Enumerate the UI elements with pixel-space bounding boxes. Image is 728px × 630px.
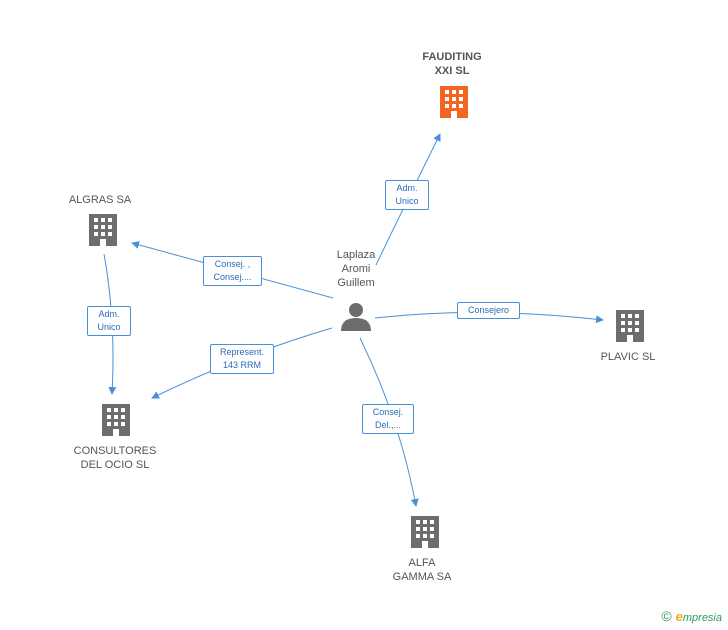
empresia-logo[interactable]: ©empresia: [661, 608, 722, 624]
edge-label-to-fauditing[interactable]: Adm. Unico: [385, 180, 429, 210]
company-label-line: ALFA: [408, 557, 436, 569]
building-icon-fauditing[interactable]: [440, 86, 468, 118]
edge-label-line: Consej.: [372, 407, 404, 417]
company-label-line: ALGRAS SA: [68, 194, 132, 206]
brand-name: mpresia: [682, 612, 722, 624]
company-label-line: GAMMA SA: [392, 571, 452, 583]
edge-label-algras-to-consultores[interactable]: Adm. Unico: [87, 306, 131, 336]
company-label-fauditing[interactable]: FAUDITING XXI SL: [402, 50, 502, 78]
person-name-line: Laplaza: [336, 249, 376, 261]
building-icon-consultores[interactable]: [102, 404, 130, 436]
company-label-line: FAUDITING: [422, 51, 482, 63]
edge-label-line: Represent.: [219, 347, 265, 357]
person-name-line: Guillem: [337, 277, 375, 289]
edge-label-line: 143 RRM: [222, 360, 261, 370]
company-label-consultores[interactable]: CONSULTORES DEL OCIO SL: [60, 444, 170, 472]
building-icon-plavic[interactable]: [616, 310, 644, 342]
edge-label-line: Consej....: [213, 272, 252, 282]
company-label-line: DEL OCIO SL: [80, 459, 150, 471]
company-label-line: XXI SL: [434, 65, 470, 77]
edge-label-line: Adm.: [98, 309, 120, 319]
edge-label-to-algras[interactable]: Consej. , Consej....: [203, 256, 262, 286]
copyright-symbol: ©: [661, 608, 672, 624]
edge-label-to-plavic[interactable]: Consejero: [457, 302, 520, 319]
company-label-algras[interactable]: ALGRAS SA: [50, 193, 150, 207]
company-label-line: PLAVIC SL: [600, 351, 656, 363]
edge-label-line: Del.,...: [374, 420, 401, 430]
company-label-plavic[interactable]: PLAVIC SL: [578, 350, 678, 364]
person-name-line: Aromi: [341, 263, 371, 275]
edge-label-to-alfa[interactable]: Consej. Del.,...: [362, 404, 414, 434]
edge-label-line: Unico: [395, 196, 419, 206]
edge-label-line: Adm.: [396, 183, 418, 193]
person-name[interactable]: Laplaza Aromi Guillem: [316, 248, 396, 290]
edge-label-line: Unico: [97, 322, 121, 332]
edge-label-to-consultores[interactable]: Represent. 143 RRM: [210, 344, 274, 374]
company-label-line: CONSULTORES: [73, 445, 157, 457]
building-icon-algras[interactable]: [89, 214, 117, 246]
person-icon[interactable]: [341, 303, 371, 331]
company-label-alfa[interactable]: ALFA GAMMA SA: [372, 556, 472, 584]
edge-label-line: Consej. ,: [214, 259, 251, 269]
building-icon-alfa[interactable]: [411, 516, 439, 548]
brand-initial: e: [675, 609, 683, 624]
edge-label-line: Consejero: [467, 305, 510, 315]
